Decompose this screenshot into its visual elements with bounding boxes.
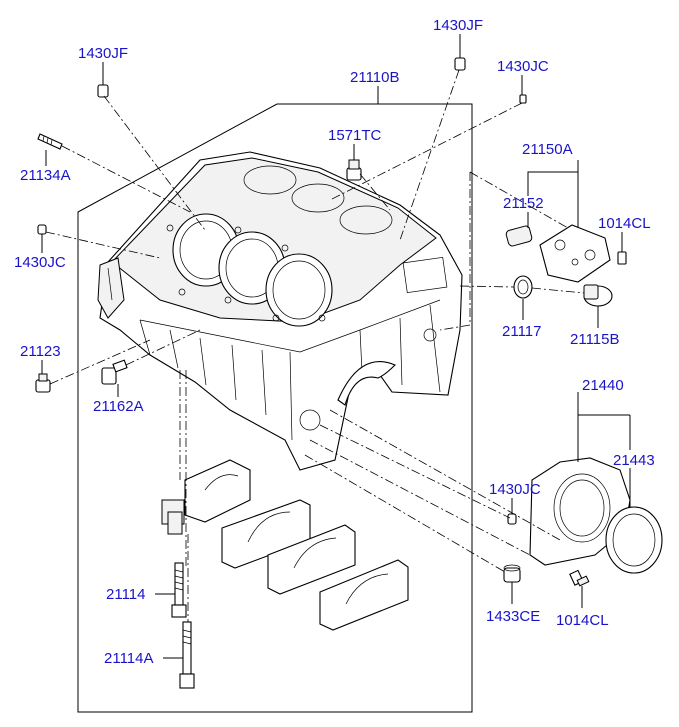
label-1430JC-top: 1430JC [497, 58, 549, 75]
dowel-pin-1430JC-top [519, 94, 527, 104]
label-21117: 21117 [502, 323, 542, 340]
main-bearing-bolt-21114 [171, 562, 187, 618]
rear-seal-case-21440 [529, 457, 631, 566]
main-bearing-caps [161, 459, 409, 631]
dowel-pin-1430JC-left [37, 224, 47, 235]
label-21114A: 21114A [104, 650, 154, 667]
dowel-pin-1430JF-top [454, 57, 466, 71]
plug-21123 [35, 373, 51, 393]
label-1430JF-left: 1430JF [78, 45, 128, 62]
dowel-pin-1430JC-right [507, 513, 517, 525]
label-21150A: 21150A [522, 141, 573, 158]
label-21123: 21123 [20, 343, 61, 360]
assembly-frame [77, 103, 473, 713]
label-1430JC-left: 1430JC [14, 254, 66, 271]
label-21114: 21114 [106, 586, 146, 603]
label-21152: 21152 [503, 195, 544, 212]
stud-21134A [37, 133, 63, 150]
oil-seal-21443 [605, 506, 663, 574]
bolt-1014CL-bottom [569, 569, 590, 587]
cover-assembly-21150A [505, 224, 627, 283]
seal-21117 [513, 275, 533, 299]
label-21443: 21443 [613, 452, 655, 469]
bushing-1433CE [503, 564, 521, 583]
alignment-lines [45, 69, 585, 622]
part-labels: 1430JF 1430JF 1430JC 21110B 1571TC 21134… [14, 17, 655, 667]
label-21162A: 21162A [93, 398, 144, 415]
label-1433CE: 1433CE [486, 608, 540, 625]
dowel-pin-1430JF-left [97, 84, 109, 98]
label-1430JC-right: 1430JC [489, 481, 541, 498]
label-1014CL-bottom: 1014CL [556, 612, 609, 629]
label-21440: 21440 [582, 377, 624, 394]
gasket-21152 [505, 225, 533, 247]
main-bearing-bolt-21114A [179, 621, 195, 689]
label-21134A: 21134A [20, 167, 71, 184]
label-1014CL-top: 1014CL [598, 215, 651, 232]
cylinder-bore-3 [265, 253, 333, 327]
label-1571TC: 1571TC [328, 127, 382, 144]
plug-1571TC [346, 159, 362, 181]
cylinder-block [97, 151, 463, 471]
label-21115B: 21115B [570, 331, 620, 348]
plug-21115B [583, 284, 613, 307]
bolt-21162A [101, 359, 128, 385]
leader-lines [41, 34, 631, 659]
label-21110B: 21110B [350, 69, 400, 86]
label-1430JF-top: 1430JF [433, 17, 483, 34]
